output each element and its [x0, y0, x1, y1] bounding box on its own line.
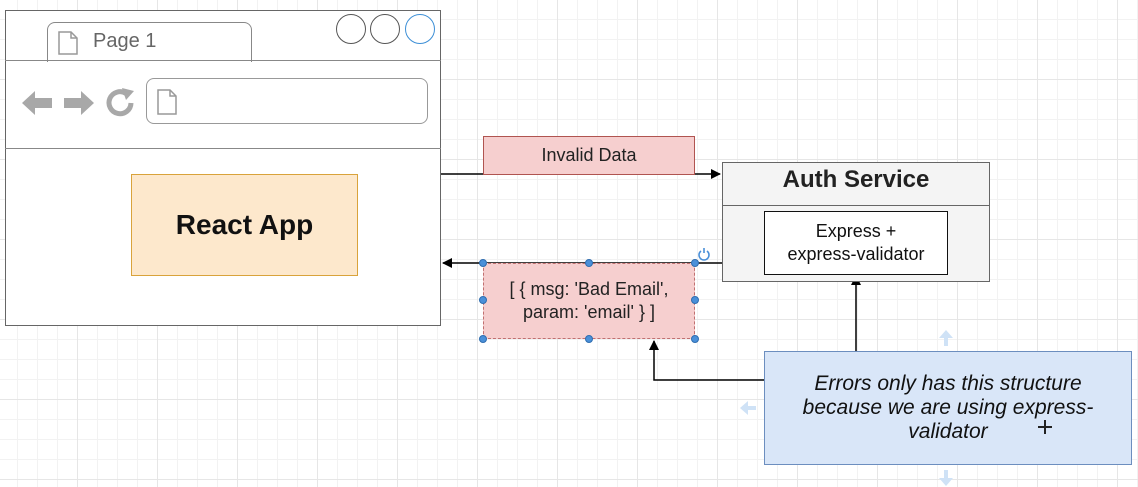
error-line-2: param: 'email' } ] — [523, 302, 655, 322]
resize-handle[interactable] — [479, 259, 487, 267]
note-line-3: validator — [908, 420, 988, 443]
browser-tab[interactable] — [47, 22, 252, 62]
note-line-2: because we are using express- — [802, 396, 1094, 419]
window-minimize-button[interactable] — [336, 14, 366, 44]
rotate-handle-icon[interactable] — [697, 247, 711, 261]
connect-down-arrow-icon[interactable] — [938, 470, 954, 486]
express-validator-box[interactable]: Express + express-validator — [764, 211, 948, 275]
auth-service-title: Auth Service — [782, 166, 930, 193]
toolbar-divider — [5, 148, 441, 149]
note-to-error-arrow[interactable] — [649, 340, 764, 381]
window-close-button[interactable] — [405, 14, 435, 44]
invalid-data-text: Invalid Data — [541, 145, 637, 165]
tab-label: Page 1 — [93, 30, 157, 52]
resize-handle[interactable] — [585, 259, 593, 267]
page-icon — [58, 31, 78, 55]
back-arrow-icon[interactable] — [20, 88, 54, 118]
error-line-1: [ { msg: 'Bad Email', — [509, 279, 669, 299]
note-line-1: Errors only has this structure — [814, 372, 1082, 395]
note-box[interactable]: Errors only has this structure because w… — [764, 351, 1132, 465]
tab-divider — [5, 60, 441, 61]
react-app-box[interactable]: React App — [131, 174, 358, 276]
connect-up-arrow-icon[interactable] — [938, 330, 954, 346]
resize-handle[interactable] — [585, 335, 593, 343]
reload-icon[interactable] — [104, 86, 138, 120]
express-line-2: express-validator — [787, 244, 925, 264]
window-maximize-button[interactable] — [370, 14, 400, 44]
resize-handle[interactable] — [479, 296, 487, 304]
resize-handle[interactable] — [691, 259, 699, 267]
error-response-box[interactable]: [ { msg: 'Bad Email', param: 'email' } ] — [483, 263, 695, 339]
react-app-label: React App — [175, 209, 314, 240]
invalid-data-label[interactable]: Invalid Data — [483, 136, 695, 175]
auth-service-divider — [722, 205, 990, 206]
forward-arrow-icon[interactable] — [62, 88, 96, 118]
address-page-icon — [157, 89, 177, 115]
connect-left-arrow-icon[interactable] — [740, 400, 756, 416]
resize-handle[interactable] — [691, 296, 699, 304]
move-cursor-icon — [1038, 420, 1052, 434]
resize-handle[interactable] — [479, 335, 487, 343]
address-bar[interactable] — [146, 78, 428, 124]
express-line-1: Express + — [815, 221, 897, 241]
resize-handle[interactable] — [691, 335, 699, 343]
